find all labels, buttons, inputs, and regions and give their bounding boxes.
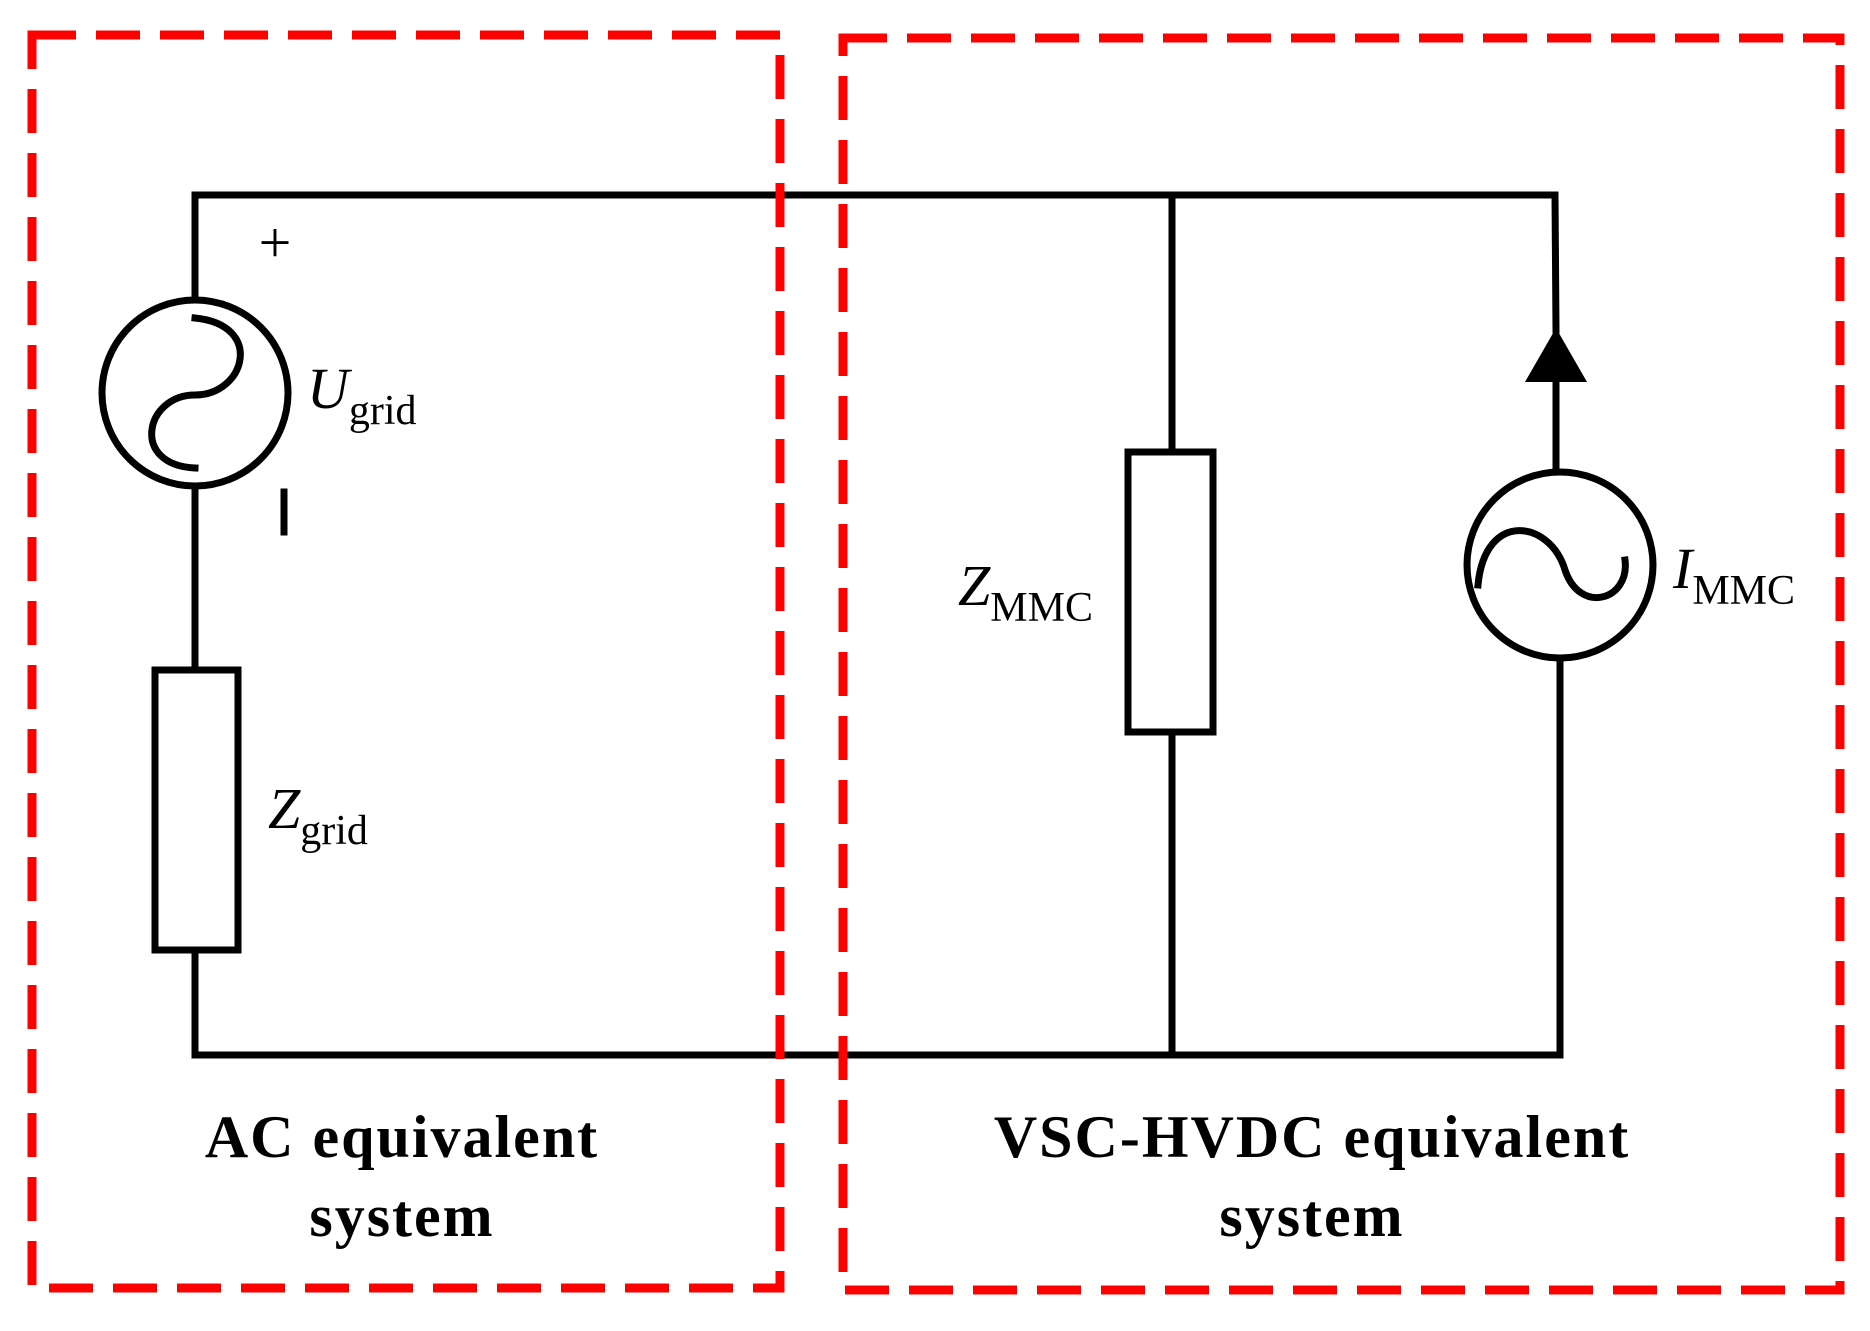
z-mmc-label: ZMMC	[958, 553, 1093, 631]
i-mmc-subscript: MMC	[1692, 568, 1795, 614]
z-grid-label: Zgrid	[268, 776, 368, 854]
vsc-hvdc-system-boundary	[838, 33, 1845, 1295]
u-grid-label: Ugrid	[307, 356, 417, 434]
circuit-wires	[191, 191, 1564, 1059]
arrow-up-icon	[1525, 328, 1587, 382]
ac-current-source-icon	[1463, 468, 1657, 662]
u-grid-subscript: grid	[349, 388, 417, 434]
grid-impedance-resistor	[151, 666, 242, 954]
i-mmc-label: IMMC	[1672, 536, 1795, 614]
z-grid-symbol: Z	[268, 776, 301, 841]
z-mmc-symbol: Z	[958, 553, 991, 618]
z-grid-subscript: grid	[300, 808, 368, 854]
z-mmc-subscript: MMC	[990, 585, 1093, 631]
ac-system-boundary	[27, 30, 785, 1293]
ac-region-caption-line2: system	[309, 1183, 494, 1249]
mmc-impedance-resistor	[1124, 448, 1217, 736]
right-wire-top	[1551, 191, 1560, 334]
vsc-region-caption-line2: system	[1219, 1183, 1404, 1249]
i-mmc-symbol: I	[1672, 536, 1695, 601]
vsc-region-caption-line1: VSC-HVDC equivalent	[994, 1104, 1630, 1170]
ac-voltage-source-icon	[98, 296, 292, 490]
ac-region-caption-line1: AC equivalent	[205, 1104, 599, 1170]
polarity-plus: +	[259, 210, 292, 275]
u-grid-symbol: U	[307, 356, 353, 421]
